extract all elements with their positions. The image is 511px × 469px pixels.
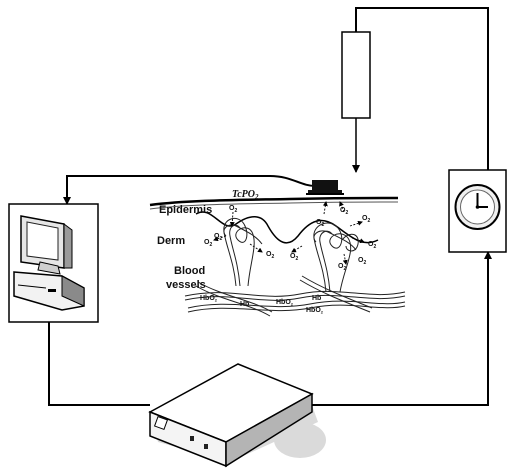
oxygen-diffusion-arrows xyxy=(213,201,365,265)
wire-probe-to-computer xyxy=(63,175,317,205)
wire-recorder-to-clock xyxy=(310,251,492,406)
probe-icon xyxy=(306,180,344,195)
o2-molecule: O2 xyxy=(316,219,324,228)
o2-molecule: O2 xyxy=(368,241,376,250)
data-recorder-box-icon xyxy=(148,363,326,468)
electrode-component xyxy=(341,31,371,119)
hbo2-label: HbO2 xyxy=(200,295,218,303)
o2-molecule: O2 xyxy=(358,257,366,266)
skin-surface-line xyxy=(149,196,399,207)
o2-molecule: O2 xyxy=(214,233,222,242)
hb-label: Hb xyxy=(240,301,249,308)
hemoglobin-labels: HbO2 Hb HbO2 Hb HbO2 xyxy=(200,295,324,315)
dermal-papillae-line xyxy=(195,211,379,244)
o2-molecule: O2 xyxy=(204,239,212,248)
hbo2-label: HbO2 xyxy=(276,299,294,307)
clock-icon xyxy=(448,169,507,253)
o2-molecule: O2 xyxy=(229,205,237,214)
oxygen-molecules: O2 O2 O2 O2 O2 O2 O2 O2 O2 O2 O2 xyxy=(204,205,376,272)
blood-vessel-network xyxy=(184,217,406,317)
tcpo2-label: TcPO2 xyxy=(232,189,259,201)
computer-icon xyxy=(8,203,99,323)
o2-molecule: O2 xyxy=(266,251,274,260)
o2-molecule: O2 xyxy=(362,215,370,224)
o2-molecule: O2 xyxy=(290,253,298,262)
skin-cross-section: TcPO2 Epidermis Derm Blood vessels O2 O2… xyxy=(149,180,406,317)
wire-computer-to-recorder xyxy=(48,322,150,406)
hbo2-label: HbO2 xyxy=(306,307,324,315)
epidermis-label: Epidermis xyxy=(159,204,212,216)
derm-label: Derm xyxy=(157,235,185,247)
vessels-label: vessels xyxy=(166,279,206,291)
signal-path xyxy=(48,7,492,406)
wire-clock-to-electrode xyxy=(355,7,489,170)
blood-label: Blood xyxy=(174,265,205,277)
o2-molecule: O2 xyxy=(340,207,348,216)
hb-label: Hb xyxy=(312,295,321,302)
o2-molecule: O2 xyxy=(338,263,346,272)
